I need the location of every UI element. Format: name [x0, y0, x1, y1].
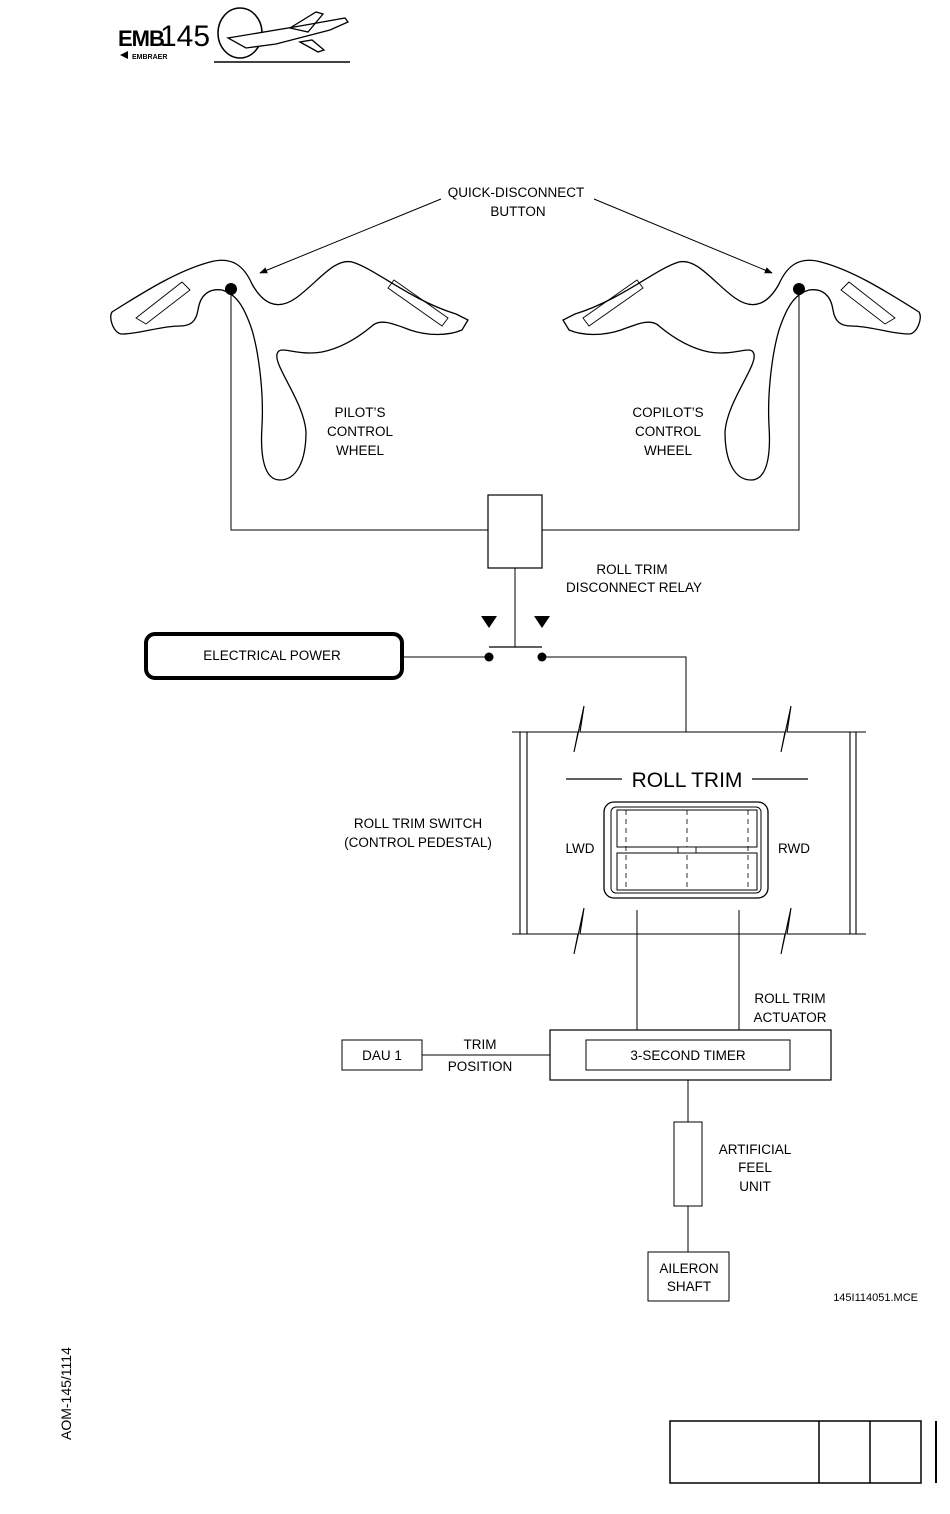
feel-label-1: ARTIFICIAL: [719, 1142, 792, 1157]
relay-contact-marker-left-icon: [481, 616, 497, 628]
pilot-button-wire: [230, 289, 488, 531]
quick-disconnect-label: QUICK-DISCONNECT: [448, 185, 585, 200]
relay-contact-left: [484, 652, 494, 662]
timer-box: [585, 1039, 791, 1071]
actuator-label-1: ROLL TRIM: [754, 991, 825, 1006]
trim-position-label-2: POSITION: [448, 1059, 513, 1074]
relay-label-2: DISCONNECT RELAY: [566, 580, 702, 595]
copilot-wheel-label-2: CONTROL: [635, 424, 701, 439]
airplane-icon: [226, 11, 350, 53]
electrical-power-box: [144, 632, 404, 680]
copilot-wheel-grip-right: [840, 281, 896, 325]
quick-disconnect-label-2: BUTTON: [490, 204, 545, 219]
rwd-label: RWD: [778, 841, 810, 856]
timer-label: 3-SECOND TIMER: [630, 1048, 746, 1063]
copilot-wheel-grip-left: [582, 279, 644, 327]
roll-trim-switch-panel: ROLL TRIM LWD RWD: [512, 705, 866, 955]
pilot-wheel-label-1: PILOT’S: [334, 405, 385, 420]
panel-top-edge: [512, 705, 866, 753]
aileron-shaft-box: [647, 1251, 730, 1302]
dau-1-label: DAU 1: [362, 1048, 402, 1063]
artificial-feel-unit-box: [673, 1121, 703, 1207]
logo-brand-arrow-icon: [120, 51, 128, 59]
relay-label-1: ROLL TRIM: [596, 562, 667, 577]
disconnect-relay-box: [487, 494, 543, 569]
panel-bottom-edge: [512, 907, 866, 955]
relay-contact-marker-right-icon: [534, 616, 550, 628]
pilot-wheel-grip-right: [387, 279, 449, 327]
figure-code: 145I114051.MCE: [833, 1292, 918, 1304]
copilot-control-wheel: [562, 259, 921, 481]
switch-center-latch: [677, 846, 697, 854]
pilot-wheel-outline: [110, 259, 469, 481]
arrow-to-copilot-button: [593, 198, 773, 274]
pilot-control-wheel: [110, 259, 469, 481]
roll-trim-switch-inner-frame: [610, 806, 762, 894]
dau-1-box: [341, 1039, 423, 1071]
pilot-wheel-label-3: WHEEL: [336, 443, 385, 458]
revision-block: [669, 1420, 922, 1484]
lwd-label: LWD: [566, 841, 595, 856]
relay-to-switch-wire: [546, 656, 687, 732]
roll-trim-title: ROLL TRIM: [632, 769, 743, 792]
pilot-wheel-label-2: CONTROL: [327, 424, 393, 439]
logo-model-text: EMB: [118, 26, 164, 51]
embraer-logo: EMB 145 EMBRAER: [118, 7, 350, 63]
actuator-label-2: ACTUATOR: [753, 1010, 826, 1025]
switch-label-1: ROLL TRIM SWITCH: [354, 816, 482, 831]
electrical-power-label: ELECTRICAL POWER: [203, 648, 341, 663]
copilot-wheel-label-3: WHEEL: [644, 443, 693, 458]
copilot-wheel-label-1: COPILOT’S: [632, 405, 703, 420]
arrow-to-pilot-button: [259, 198, 442, 274]
aileron-label-1: AILERON: [659, 1261, 718, 1276]
feel-label-3: UNIT: [739, 1179, 771, 1194]
relay-contact-right: [537, 652, 547, 662]
feel-label-2: FEEL: [738, 1160, 772, 1175]
copilot-wheel-outline: [562, 259, 921, 481]
doc-code: AOM-145/1114: [58, 1347, 74, 1440]
trim-position-label-1: TRIM: [464, 1037, 497, 1052]
logo-brand-text: EMBRAER: [132, 54, 167, 61]
copilot-button-wire: [542, 289, 800, 531]
switch-label-2: (CONTROL PEDESTAL): [344, 835, 492, 850]
aileron-label-2: SHAFT: [667, 1279, 711, 1294]
logo-number-text: 145: [160, 20, 210, 53]
pilot-wheel-grip-left: [135, 281, 191, 325]
